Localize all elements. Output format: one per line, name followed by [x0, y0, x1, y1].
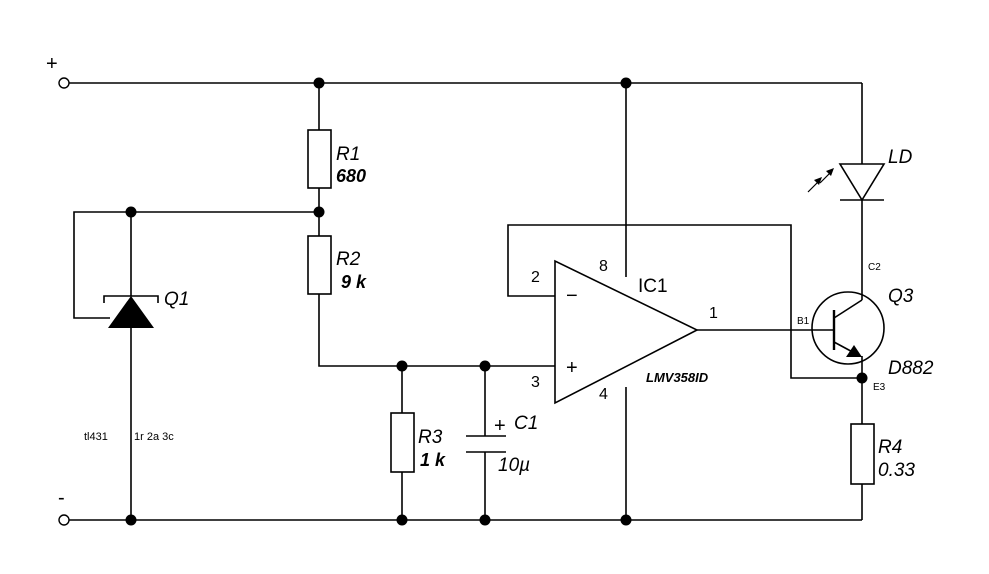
- ic1-inverting-sign: −: [566, 285, 578, 307]
- c1-polarity-mark: +: [494, 415, 506, 437]
- opamp-ic1: − + 2 3 8 4 1 IC1 LMV358ID: [531, 258, 718, 405]
- wire-r2-bottom: [318, 294, 350, 367]
- r4-ref-label: R4: [878, 437, 902, 458]
- junction-dot: [125, 206, 137, 218]
- negative-terminal: -: [58, 487, 70, 526]
- negative-terminal-label: -: [58, 487, 65, 509]
- junction-dot: [856, 372, 868, 384]
- q1-part-note: tl431: [84, 431, 108, 443]
- ic1-pin-noninverting: 3: [531, 374, 540, 391]
- ic1-ref-label: IC1: [638, 276, 668, 297]
- q3-collector-label: C2: [868, 262, 881, 273]
- resistor-r3: R3 1 k: [390, 412, 446, 473]
- junction-dot: [396, 360, 408, 372]
- positive-terminal: +: [46, 53, 70, 89]
- r1-value-label: 680: [336, 166, 366, 186]
- wire-q1-ref: [73, 211, 319, 319]
- c1-ref-label: C1: [514, 413, 538, 434]
- q1-ref-label: Q1: [164, 289, 189, 310]
- junction-dot: [396, 514, 408, 526]
- resistor-r4: R4 0.33: [850, 423, 915, 485]
- q3-part-label: D882: [888, 358, 934, 379]
- ic1-pin-vcc: 8: [599, 258, 608, 275]
- junction-dot: [620, 514, 632, 526]
- transistor-q3: B1 C2 E3 Q3 D882: [797, 262, 934, 393]
- r4-value-label: 0.33: [878, 460, 915, 481]
- q1-pin-note: 1r 2a 3c: [134, 431, 174, 443]
- junctions: [125, 77, 868, 526]
- capacitor-c1: + C1 10µ: [466, 413, 538, 476]
- led-ld: LD: [807, 147, 913, 202]
- ic1-noninverting-sign: +: [566, 357, 578, 379]
- junction-dot: [479, 360, 491, 372]
- wires: [69, 82, 863, 521]
- shunt-regulator-q1: Q1 tl431 1r 2a 3c: [84, 289, 189, 443]
- r2-value-label: 9 k: [341, 272, 367, 292]
- ic1-pin-inverting: 2: [531, 269, 540, 286]
- q3-emitter-label: E3: [873, 382, 886, 393]
- r2-ref-label: R2: [336, 249, 361, 270]
- ld-ref-label: LD: [888, 147, 913, 168]
- ic1-pin-gnd: 4: [599, 386, 608, 403]
- resistor-r2: R2 9 k: [307, 235, 367, 295]
- junction-dot: [313, 206, 325, 218]
- q3-ref-label: Q3: [888, 286, 914, 307]
- light-emission-arrows-icon: [807, 168, 834, 193]
- r1-ref-label: R1: [336, 144, 360, 165]
- ic1-part-label: LMV358ID: [646, 370, 709, 385]
- q3-base-label: B1: [797, 316, 810, 327]
- junction-dot: [125, 514, 137, 526]
- junction-dot: [620, 77, 632, 89]
- junction-dot: [479, 514, 491, 526]
- resistor-r1: R1 680: [307, 129, 366, 189]
- wire-feedback: [507, 224, 862, 379]
- r3-ref-label: R3: [418, 427, 443, 448]
- positive-terminal-label: +: [46, 53, 58, 75]
- ic1-pin-output: 1: [709, 305, 718, 322]
- r3-value-label: 1 k: [420, 450, 446, 470]
- junction-dot: [313, 77, 325, 89]
- c1-value-label: 10µ: [498, 455, 530, 476]
